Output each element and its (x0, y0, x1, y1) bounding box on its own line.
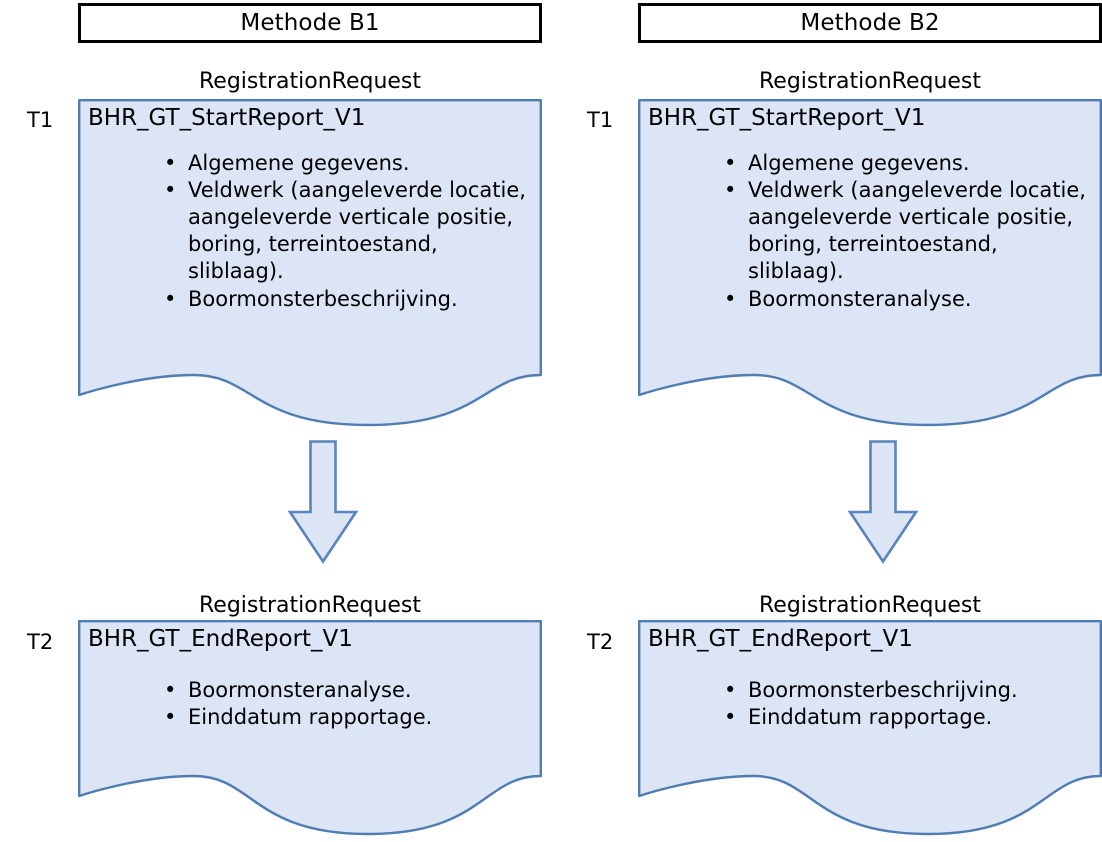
time-label-b2-t2: T2 (587, 630, 614, 654)
document-shape-b2-t1: BHR_GT_StartReport_V1 Algemene gegevens.… (638, 99, 1102, 429)
document-title-b2-t1: BHR_GT_StartReport_V1 (648, 105, 926, 131)
list-item: Veldwerk (aangeleverde locatie, aangelev… (716, 177, 1092, 285)
doc-caption-b2-t2: RegistrationRequest (758, 593, 982, 618)
document-shape-b2-t2: BHR_GT_EndReport_V1 Boormonsterbeschrijv… (638, 620, 1102, 842)
document-bullets-b2-t2: Boormonsterbeschrijving. Einddatum rappo… (716, 677, 1092, 731)
document-shape-b1-t2: BHR_GT_EndReport_V1 Boormonsteranalyse. … (78, 620, 542, 842)
time-label-b1-t2: T2 (27, 630, 54, 654)
list-item: Boormonsteranalyse. (716, 286, 1092, 313)
doc-caption-b1-t2: RegistrationRequest (198, 593, 422, 618)
list-item: Einddatum rapportage. (156, 704, 532, 731)
arrow-down-icon-b1 (288, 440, 358, 564)
method-header-b2-label: Methode B2 (800, 9, 940, 36)
document-title-b2-t2: BHR_GT_EndReport_V1 (648, 626, 913, 652)
arrow-down-icon-b2 (848, 440, 918, 564)
doc-caption-b2-t1: RegistrationRequest (758, 69, 982, 94)
list-item: Veldwerk (aangeleverde locatie, aangelev… (156, 177, 532, 285)
document-bullets-b2-t1: Algemene gegevens. Veldwerk (aangeleverd… (716, 150, 1092, 313)
method-header-b1-label: Methode B1 (240, 9, 380, 36)
document-bullets-b1-t1: Algemene gegevens. Veldwerk (aangeleverd… (156, 150, 532, 313)
list-item: Boormonsterbeschrijving. (716, 677, 1092, 704)
list-item: Boormonsterbeschrijving. (156, 286, 532, 313)
document-shape-b1-t1: BHR_GT_StartReport_V1 Algemene gegevens.… (78, 99, 542, 429)
document-bullets-b1-t2: Boormonsteranalyse. Einddatum rapportage… (156, 677, 532, 731)
method-header-b1: Methode B1 (78, 3, 542, 43)
list-item: Algemene gegevens. (156, 150, 532, 177)
document-title-b1-t2: BHR_GT_EndReport_V1 (88, 626, 353, 652)
list-item: Einddatum rapportage. (716, 704, 1092, 731)
doc-caption-b1-t1: RegistrationRequest (198, 69, 422, 94)
document-title-b1-t1: BHR_GT_StartReport_V1 (88, 105, 366, 131)
time-label-b1-t1: T1 (27, 108, 54, 132)
time-label-b2-t1: T1 (587, 108, 614, 132)
method-header-b2: Methode B2 (638, 3, 1102, 43)
list-item: Boormonsteranalyse. (156, 677, 532, 704)
list-item: Algemene gegevens. (716, 150, 1092, 177)
